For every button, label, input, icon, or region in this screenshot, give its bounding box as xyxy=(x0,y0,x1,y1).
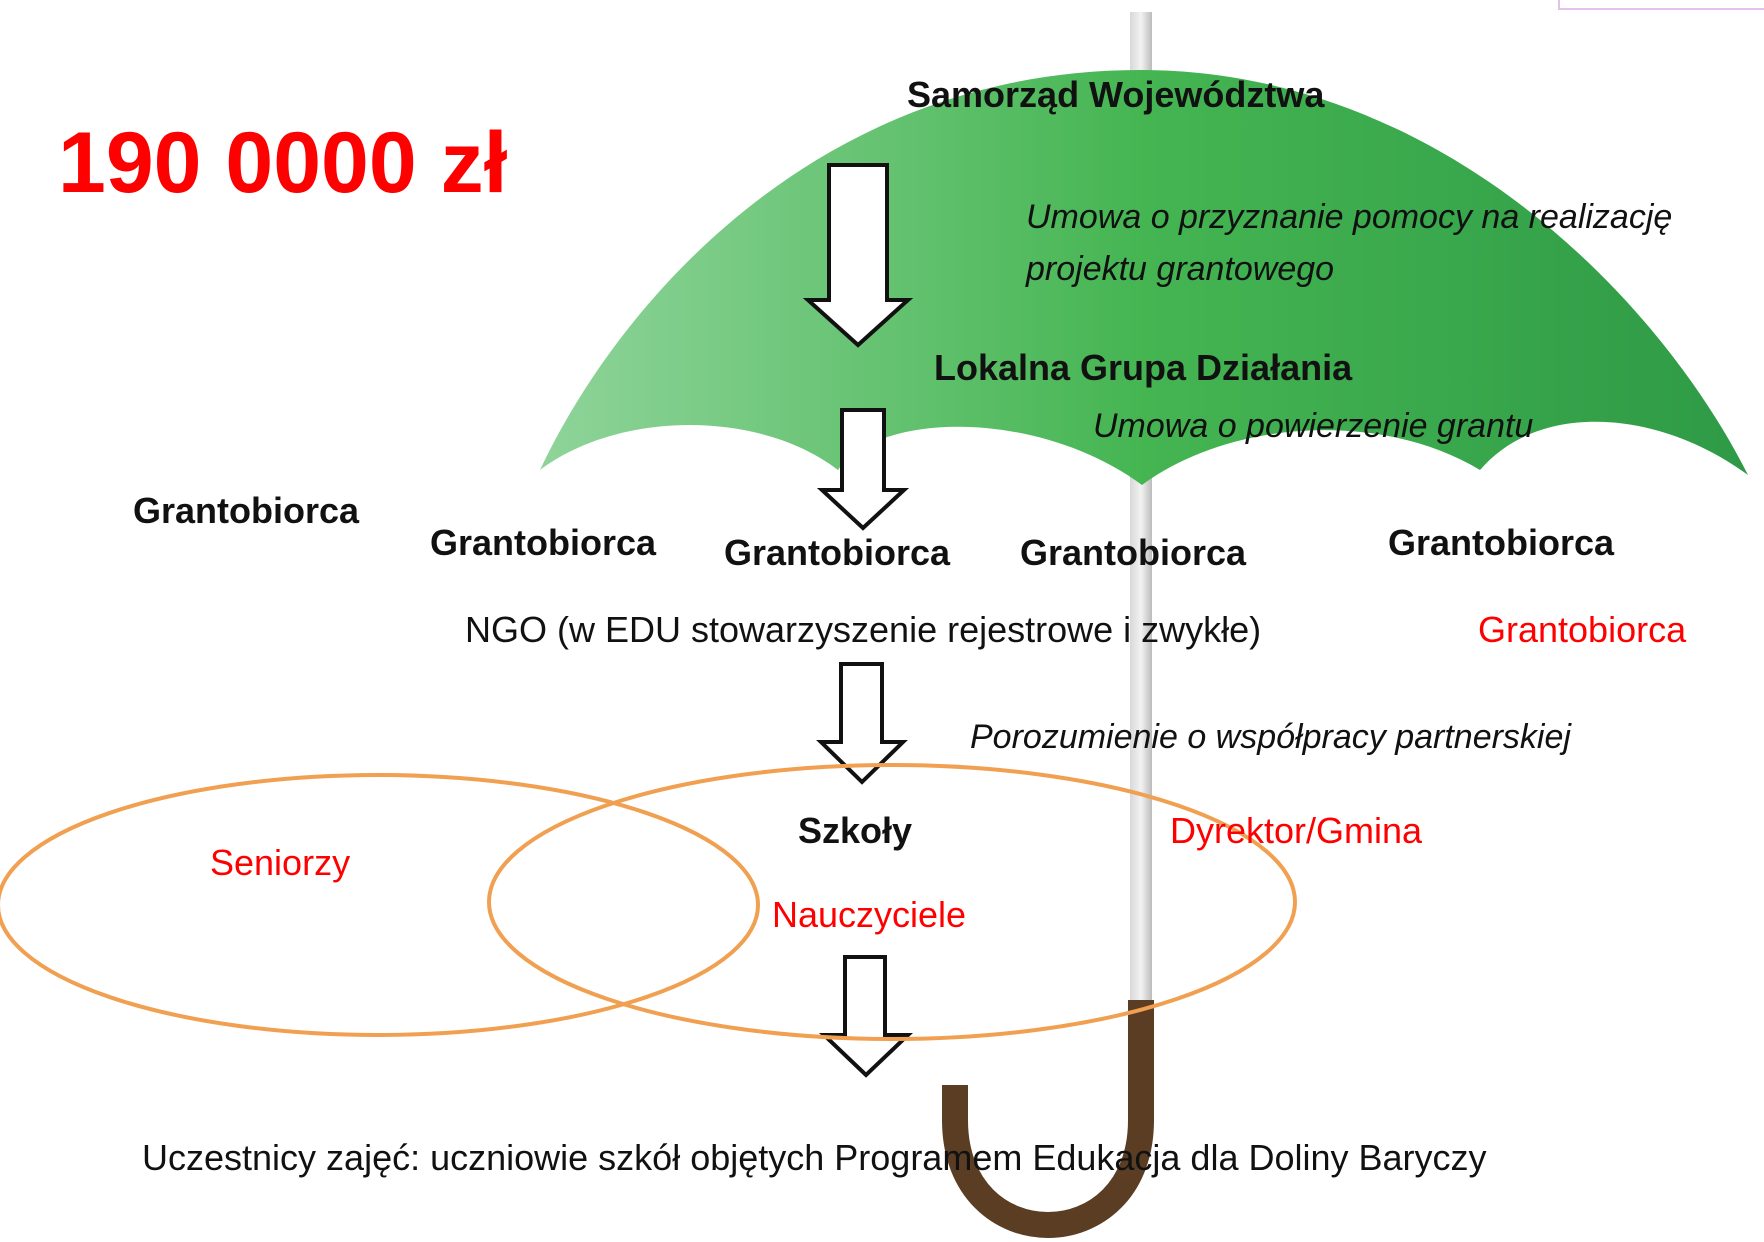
corner-decoration xyxy=(1558,0,1764,10)
ngo-label: NGO (w EDU stowarzyszenie rejestrowe i z… xyxy=(465,609,1262,650)
lgd-label: Lokalna Grupa Działania xyxy=(934,347,1353,388)
nauczyciele-label: Nauczyciele xyxy=(772,894,967,935)
amount-heading: 190 0000 zł xyxy=(58,115,508,211)
arrow-down-1 xyxy=(802,163,914,348)
porozumienie-label: Porozumienie o współpracy partnerskiej xyxy=(970,718,1571,756)
grantobiorca-4: Grantobiorca xyxy=(1020,532,1247,573)
seniorzy-label: Seniorzy xyxy=(210,842,351,883)
szkoly-label: Szkoły xyxy=(798,810,913,851)
grantobiorca-5: Grantobiorca xyxy=(1388,522,1615,563)
szkoly-ellipse xyxy=(487,763,1297,1041)
umowa-pomocy-line1: Umowa o przyznanie pomocy na realizację xyxy=(1026,198,1673,236)
seniorzy-ellipse xyxy=(0,773,760,1037)
umowa-grantu-label: Umowa o powierzenie grantu xyxy=(1093,407,1534,445)
umowa-pomocy-line2: projektu grantowego xyxy=(1026,250,1335,288)
samorzad-label: Samorząd Województwa xyxy=(907,74,1325,115)
grantobiorca-2: Grantobiorca xyxy=(430,522,657,563)
arrow-down-3 xyxy=(816,662,908,785)
umbrella-handle xyxy=(942,1000,1154,1238)
grantobiorca-red: Grantobiorca xyxy=(1478,609,1687,650)
dyrektor-label: Dyrektor/Gmina xyxy=(1170,810,1423,851)
arrow-down-2 xyxy=(816,408,910,531)
uczestnicy-label: Uczestnicy zajęć: uczniowie szkół objęty… xyxy=(142,1137,1487,1178)
grantobiorca-1: Grantobiorca xyxy=(133,490,360,531)
arrow-down-4 xyxy=(819,955,913,1078)
grantobiorca-3: Grantobiorca xyxy=(724,532,951,573)
